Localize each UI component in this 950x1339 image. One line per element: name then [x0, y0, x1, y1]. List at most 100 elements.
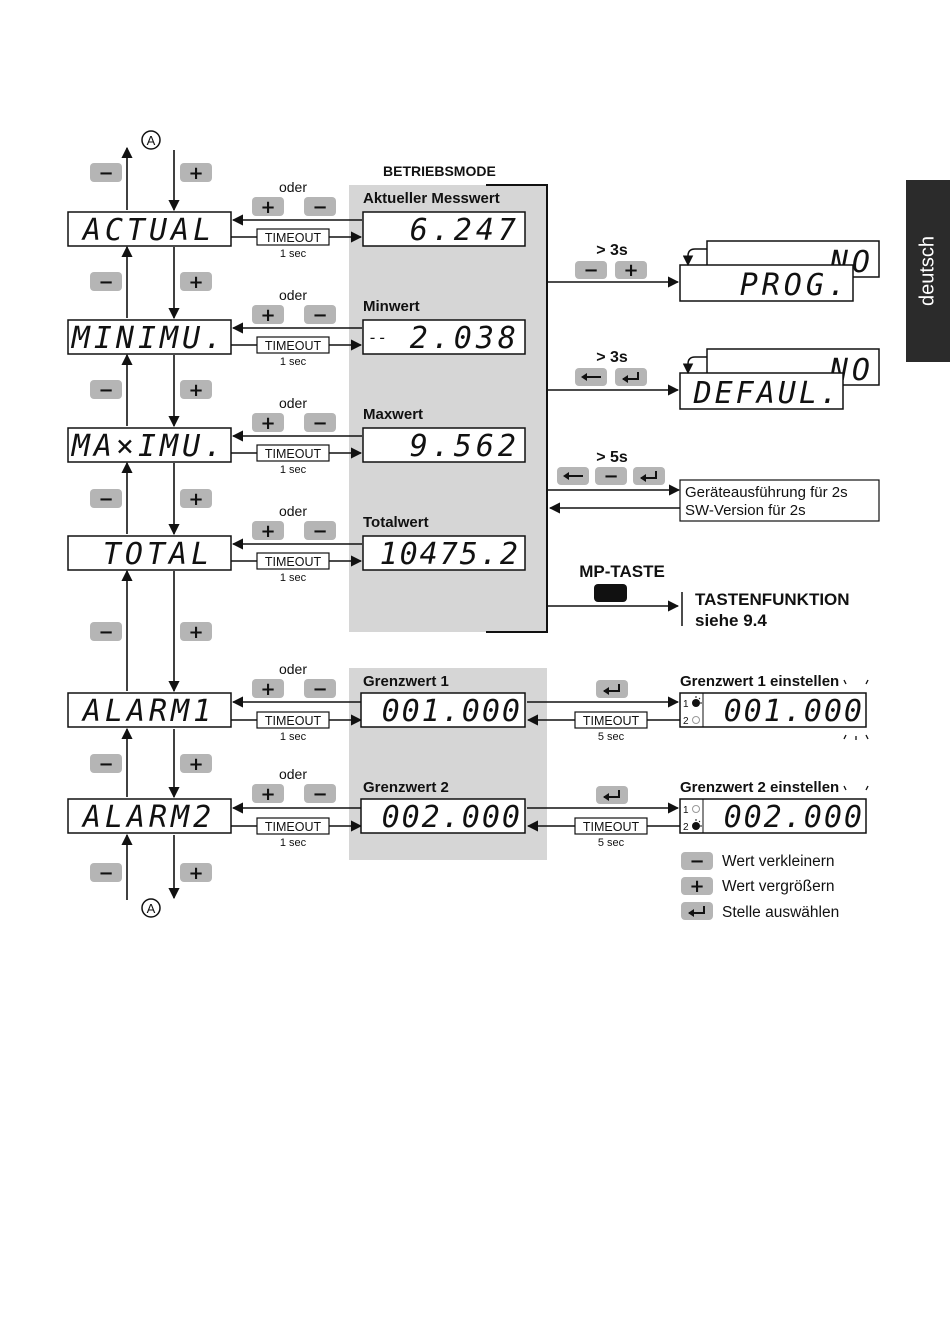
oder-label: oder: [279, 179, 307, 195]
menu-display-text: ACTUAL: [81, 213, 215, 248]
loop-arrow-icon: [682, 356, 707, 375]
info-time: > 5s: [596, 449, 628, 466]
svg-text:PROG.: PROG.: [740, 268, 850, 303]
svg-text:5 sec: 5 sec: [598, 731, 625, 743]
alarm-row-2: ALARM2 oder + − TIMEOUT 1 sec Grenzwert …: [67, 766, 869, 849]
oder-label: oder: [279, 766, 307, 782]
legend-text: Wert verkleinern: [722, 853, 835, 870]
language-tab: deutsch: [906, 180, 950, 362]
value-label: Grenzwert 2: [363, 779, 449, 796]
panel-bracket: [486, 184, 548, 633]
value-display: [360, 692, 526, 728]
info-box: [679, 479, 880, 522]
menu-display-text: MINIMU.: [71, 321, 226, 356]
minus-key-icon: −: [90, 622, 122, 643]
svg-text:1: 1: [683, 805, 689, 816]
minus-key-icon: −: [90, 163, 122, 184]
value-display-text: 10475.2: [380, 537, 520, 572]
svg-text:−: −: [98, 163, 113, 184]
prog-group: > 3s − + NO PROG.: [548, 240, 880, 303]
minus-key-icon: −: [304, 413, 336, 434]
svg-text:TIMEOUT: TIMEOUT: [265, 820, 322, 834]
value-label: Maxwert: [363, 406, 423, 423]
value-label: Totalwert: [363, 514, 429, 531]
led-1-icon: [692, 805, 700, 813]
plus-key-icon: +: [180, 622, 212, 643]
plus-key-icon: +: [180, 863, 212, 884]
set-label: Grenzwert 1 einstellen: [680, 673, 839, 690]
value-label: Grenzwert 1: [363, 673, 449, 690]
svg-text:TIMEOUT: TIMEOUT: [583, 820, 640, 834]
menu-display: [67, 692, 232, 728]
svg-text:+: +: [623, 260, 638, 281]
plus-key-icon: +: [252, 784, 284, 805]
menu-display: [67, 535, 232, 571]
svg-text:1 sec: 1 sec: [280, 731, 307, 743]
mp-title: MP-TASTE: [579, 562, 665, 581]
led-2-icon: [692, 716, 700, 724]
plus-key-icon: +: [252, 413, 284, 434]
value-display-text: 2.038: [410, 321, 520, 356]
svg-text:TIMEOUT: TIMEOUT: [265, 555, 322, 569]
nav-keys: − + − + − + − + − + − + − +: [90, 163, 212, 884]
enter-key-icon: [615, 368, 647, 386]
svg-text:−: −: [583, 260, 598, 281]
defaul-group: > 3s NO DEFAUL.: [548, 348, 880, 411]
oder-label: oder: [279, 661, 307, 677]
svg-text:+: +: [260, 305, 275, 326]
svg-text:+: +: [188, 754, 203, 775]
minus-key-icon: −: [304, 521, 336, 542]
svg-text:2: 2: [683, 822, 689, 833]
svg-text:−: −: [312, 197, 327, 218]
svg-text:−: −: [312, 784, 327, 805]
svg-text:−: −: [98, 754, 113, 775]
enter-key-icon: [681, 902, 713, 920]
svg-text:--: --: [368, 328, 387, 347]
svg-text:+: +: [260, 521, 275, 542]
svg-text:1 sec: 1 sec: [280, 464, 307, 476]
svg-text:−: −: [689, 851, 704, 872]
value-display: [362, 535, 526, 571]
value-display: [362, 319, 526, 355]
alarm-row-1: ALARM1 oder + − TIMEOUT 1 sec Grenzwert …: [67, 661, 869, 743]
plus-key-icon: +: [180, 272, 212, 293]
svg-text:1: 1: [683, 699, 689, 710]
plus-key-icon: +: [681, 876, 713, 897]
menu-display: [67, 211, 232, 247]
svg-text:+: +: [188, 380, 203, 401]
value-label: Minwert: [363, 298, 420, 315]
minus-key-icon: −: [90, 272, 122, 293]
svg-text:+: +: [188, 163, 203, 184]
value-display: [362, 211, 526, 247]
menu-row-maximu: MA×IMU. oder + − TIMEOUT 1 sec Maxwert 9…: [67, 395, 526, 476]
svg-text:−: −: [603, 466, 618, 487]
value-display-text: 6.247: [410, 213, 520, 248]
value-display: [362, 427, 526, 463]
svg-text:+: +: [188, 863, 203, 884]
minus-key-icon: −: [681, 851, 713, 872]
plus-key-icon: +: [180, 489, 212, 510]
plus-key-icon: +: [180, 163, 212, 184]
svg-text:−: −: [312, 679, 327, 700]
minus-key-icon: −: [595, 466, 627, 487]
svg-text:TIMEOUT: TIMEOUT: [265, 231, 322, 245]
value-display-text: 002.000: [382, 800, 522, 835]
connector-a-bottom: A: [141, 898, 161, 918]
svg-text:TIMEOUT: TIMEOUT: [265, 447, 322, 461]
prog-front-display: [679, 264, 854, 302]
info-group: > 5s − Geräteausführung für 2s SW-Versio…: [548, 449, 880, 522]
value-display-text: 9.562: [410, 429, 520, 464]
value-label: Aktueller Messwert: [363, 190, 500, 207]
led-2-active-icon: [692, 822, 700, 830]
minus-key-icon: −: [90, 754, 122, 775]
minus-key-icon: −: [90, 489, 122, 510]
svg-text:A: A: [147, 901, 156, 916]
minus-key-icon: −: [304, 305, 336, 326]
svg-text:+: +: [188, 272, 203, 293]
svg-text:5 sec: 5 sec: [598, 837, 625, 849]
svg-text:TIMEOUT: TIMEOUT: [583, 714, 640, 728]
mp-func-line-2: siehe 9.4: [695, 611, 767, 630]
minus-key-icon: −: [304, 784, 336, 805]
menu-row-minimu: MINIMU. oder + − TIMEOUT 1 sec Minwert -…: [67, 287, 526, 368]
